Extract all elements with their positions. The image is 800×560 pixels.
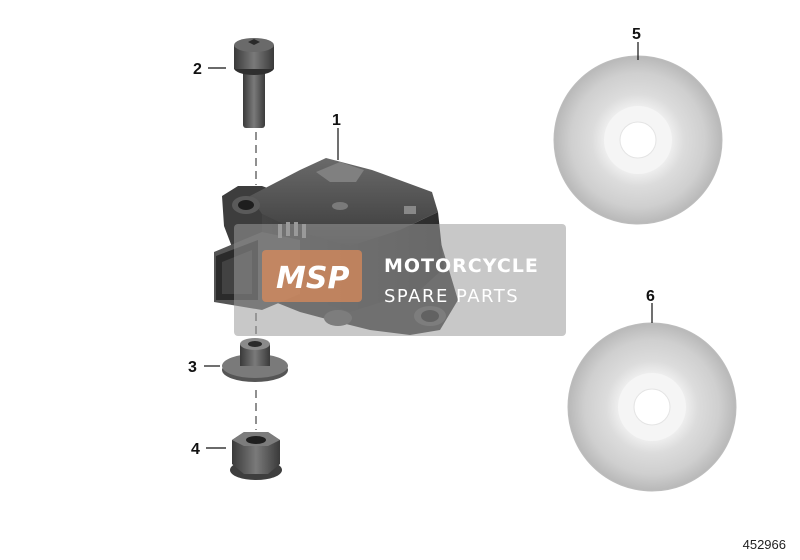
bushing-part xyxy=(222,338,288,382)
nut-part xyxy=(230,432,282,480)
disc-6 xyxy=(567,322,737,492)
watermark: MSP MOTORCYCLE SPARE PARTS xyxy=(234,224,566,336)
document-number: 452966 xyxy=(742,537,786,552)
callout-4: 4 xyxy=(191,441,200,458)
watermark-line-1: MOTORCYCLE xyxy=(384,255,539,277)
disc-5 xyxy=(553,55,723,225)
callout-1: 1 xyxy=(332,112,341,129)
bolt-part xyxy=(234,38,274,128)
watermark-line-2: SPARE PARTS xyxy=(384,286,519,307)
leader-lines xyxy=(204,42,653,449)
callout-3: 3 xyxy=(188,359,197,376)
callout-6: 6 xyxy=(646,288,655,305)
callout-2: 2 xyxy=(193,61,202,78)
callout-5: 5 xyxy=(632,26,641,43)
watermark-logo: MSP xyxy=(276,261,349,296)
